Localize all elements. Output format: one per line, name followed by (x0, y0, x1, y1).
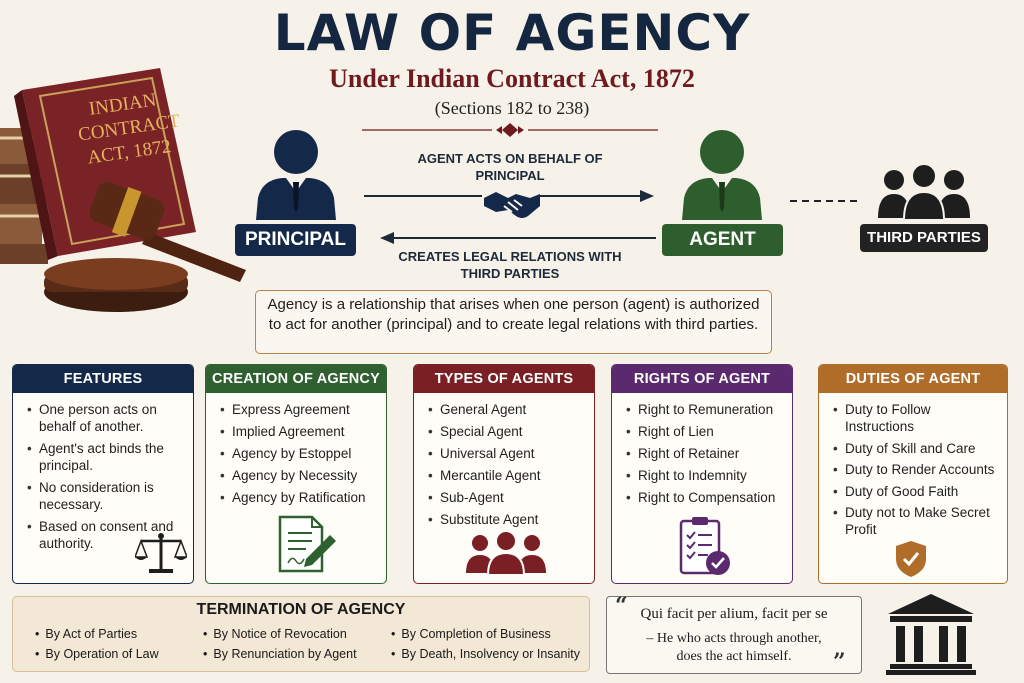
features-card: FEATURES One person acts on behalf of an… (12, 364, 194, 584)
courthouse-icon (886, 594, 976, 675)
list-item: By Act of Parties (35, 627, 137, 641)
duties-title: DUTIES OF AGENT (819, 365, 1007, 393)
open-quote-icon: “ (615, 593, 628, 619)
rights-list: Right to Remuneration Right of Lien Righ… (612, 393, 792, 506)
list-item: Implied Agreement (220, 423, 378, 440)
arrow-bottom-label: CREATES LEGAL RELATIONS WITH THIRD PARTI… (398, 249, 622, 281)
list-item: By Completion of Business (391, 627, 550, 641)
list-item: Mercantile Agent (428, 467, 586, 484)
agent-person-icon (682, 130, 762, 220)
list-item: By Death, Insolvency or Insanity (391, 647, 580, 661)
list-item: Agency by Estoppel (220, 445, 378, 462)
agent-label: AGENT (662, 224, 783, 256)
quote-latin: Qui facit per alium, facit per se (640, 606, 828, 622)
principal-person-icon (256, 130, 336, 220)
agency-definition: Agency is a relationship that arises whe… (255, 290, 772, 354)
list-item: By Notice of Revocation (203, 627, 346, 641)
quote-english-line2: does the act himself. (676, 649, 792, 664)
list-item: Duty to Render Accounts (833, 461, 999, 478)
book-label: INDIAN CONTRACT ACT, 1872 (76, 89, 182, 169)
legal-maxim-quote: “ Qui facit per alium, facit per se – He… (606, 593, 862, 675)
list-item: Universal Agent (428, 445, 586, 462)
list-item: Substitute Agent (428, 511, 586, 528)
creation-title: CREATION OF AGENCY (206, 365, 386, 393)
quote-english-line1: – He who acts through another, (646, 631, 822, 646)
creation-card: CREATION OF AGENCY Express Agreement Imp… (205, 364, 387, 584)
features-title: FEATURES (13, 365, 193, 393)
arrow-top-label: AGENT ACTS ON BEHALF OF PRINCIPAL (417, 151, 603, 183)
creation-list: Express Agreement Implied Agreement Agen… (206, 393, 386, 506)
features-list: One person acts on behalf of another. Ag… (13, 393, 193, 552)
list-item: Sub-Agent (428, 489, 586, 506)
list-item: No consideration is necessary. (27, 479, 185, 513)
close-quote-icon: ” (833, 649, 846, 675)
third-parties-group-icon (878, 164, 970, 220)
page-title: LAW OF AGENCY (273, 4, 751, 62)
list-item: One person acts on behalf of another. (27, 401, 185, 435)
termination-title: TERMINATION OF AGENCY (196, 601, 406, 618)
principal-label: PRINCIPAL (235, 224, 356, 256)
list-item: Duty of Good Faith (833, 483, 999, 500)
dashed-connector (790, 200, 860, 202)
rights-card: RIGHTS OF AGENT Right to Remuneration Ri… (611, 364, 793, 584)
list-item: Agency by Necessity (220, 467, 378, 484)
list-item: Duty to Follow Instructions (833, 401, 999, 435)
duties-card: DUTIES OF AGENT Duty to Follow Instructi… (818, 364, 1008, 584)
list-item: Right to Remuneration (626, 401, 784, 418)
list-item: Express Agreement (220, 401, 378, 418)
ornament-divider (362, 123, 658, 137)
list-item: By Operation of Law (35, 647, 158, 661)
quote-english: – He who acts through another, does the … (607, 630, 861, 666)
list-item: Right of Retainer (626, 445, 784, 462)
list-item: Agency by Ratification (220, 489, 378, 506)
list-item: Duty not to Make Secret Profit (833, 504, 999, 538)
list-item: Duty of Skill and Care (833, 440, 999, 457)
page-subtitle: Under Indian Contract Act, 1872 (329, 64, 695, 93)
shield-check-icon (896, 541, 926, 577)
sections-range: (Sections 182 to 238) (434, 98, 590, 118)
list-item: Right to Indemnity (626, 467, 784, 484)
rights-title: RIGHTS OF AGENT (612, 365, 792, 393)
third-parties-label: THIRD PARTIES (860, 224, 988, 252)
types-card: TYPES OF AGENTS General Agent Special Ag… (413, 364, 595, 584)
list-item: By Renunciation by Agent (203, 647, 356, 661)
people-group-icon (466, 531, 546, 575)
scales-icon (135, 533, 187, 573)
checklist-icon (679, 517, 730, 575)
list-item: Right to Compensation (626, 489, 784, 506)
list-item: Based on consent and authority. (27, 518, 185, 552)
types-title: TYPES OF AGENTS (414, 365, 594, 393)
arrow-to-principal (380, 232, 656, 244)
list-item: Special Agent (428, 423, 586, 440)
list-item: General Agent (428, 401, 586, 418)
handshake-icon (482, 190, 540, 220)
list-item: Right of Lien (626, 423, 784, 440)
list-item: Agent's act binds the principal. (27, 440, 185, 474)
duties-list: Duty to Follow Instructions Duty of Skil… (819, 393, 1007, 538)
gavel-icon (44, 182, 246, 312)
types-list: General Agent Special Agent Universal Ag… (414, 393, 594, 528)
document-pen-icon (278, 515, 336, 573)
termination-panel: TERMINATION OF AGENCY By Act of Parties … (12, 596, 590, 672)
